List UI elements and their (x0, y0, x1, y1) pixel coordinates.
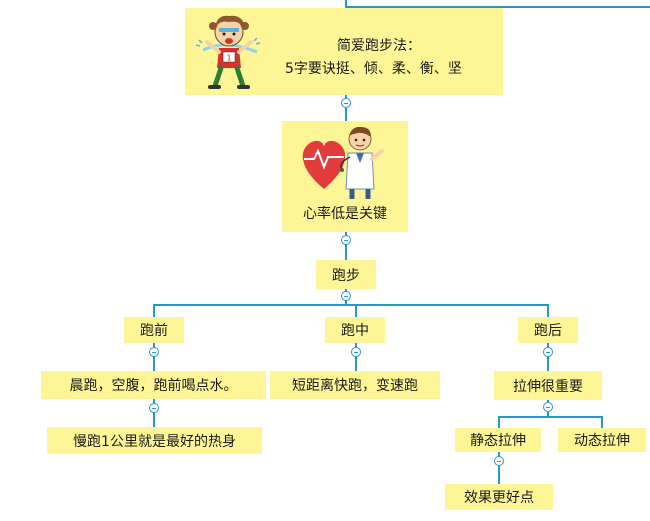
static-stretch-label: 静态拉伸 (470, 433, 526, 449)
before-node[interactable]: 跑前 (124, 317, 184, 343)
static-stretch-collapse-toggle[interactable] (494, 456, 504, 466)
during-node[interactable]: 跑中 (325, 317, 385, 343)
root-collapse-toggle[interactable] (341, 98, 351, 108)
after-label: 跑后 (534, 323, 562, 339)
connector-heart-run (345, 232, 347, 260)
connector-after-detail (547, 343, 549, 371)
heart-rate-collapse-toggle[interactable] (341, 235, 351, 245)
during-label: 跑中 (341, 323, 369, 339)
run-collapse-toggle[interactable] (341, 291, 351, 301)
before-warmup-label: 慢跑1公里就是最好的热身 (73, 433, 236, 450)
after-detail-label: 拉伸很重要 (513, 378, 583, 395)
doctor-heart-illustration-icon (302, 126, 384, 199)
before-detail-label: 晨跑，空腹，跑前喝点水。 (69, 378, 238, 394)
static-stretch-node[interactable]: 静态拉伸 (455, 428, 541, 452)
after-node[interactable]: 跑后 (518, 317, 578, 343)
before-warmup-node[interactable]: 慢跑1公里就是最好的热身 (47, 427, 262, 454)
before-collapse-toggle[interactable] (149, 347, 159, 357)
heart-rate-label: 心率低是关键 (303, 206, 387, 222)
heart-rate-node[interactable]: 心率低是关键 (282, 121, 408, 232)
after-collapse-toggle[interactable] (543, 347, 553, 357)
run-node[interactable]: 跑步 (316, 260, 376, 289)
during-detail-label: 短距离快跑，变速跑 (292, 378, 418, 394)
dynamic-stretch-node[interactable]: 动态拉伸 (558, 428, 646, 452)
svg-text:1: 1 (226, 54, 231, 63)
connector-before-detail (153, 343, 155, 371)
connector-to-before (153, 304, 155, 317)
connector-static-effect (498, 452, 500, 484)
connector-to-after (547, 304, 549, 317)
after-detail-node[interactable]: 拉伸很重要 (494, 371, 602, 400)
better-effect-label: 效果更好点 (464, 490, 534, 506)
connector-branch-horizontal (153, 304, 549, 306)
dynamic-stretch-label: 动态拉伸 (574, 433, 630, 449)
root-node[interactable]: 1 简爱跑步法： 5字要诀挺、倾、柔、衡、坚 (185, 8, 503, 95)
during-collapse-toggle[interactable] (351, 347, 361, 357)
better-effect-node[interactable]: 效果更好点 (445, 484, 553, 510)
during-detail-node[interactable]: 短距离快跑，变速跑 (270, 371, 440, 399)
connector-to-dynamic (601, 416, 603, 428)
connector-root-heart (345, 95, 347, 121)
top-connector-vertical (345, 0, 347, 8)
root-subtitle: 5字要诀挺、倾、柔、衡、坚 (285, 61, 462, 77)
run-label: 跑步 (332, 267, 360, 284)
after-detail-collapse-toggle[interactable] (543, 402, 553, 412)
connector-during-detail (355, 343, 357, 371)
connector-stretch-horizontal (498, 416, 603, 418)
connector-before-warmup (153, 399, 155, 427)
before-label: 跑前 (140, 323, 168, 339)
before-detail-collapse-toggle[interactable] (149, 403, 159, 413)
connector-to-during (355, 304, 357, 317)
connector-to-static (498, 416, 500, 428)
root-title: 简爱跑步法： (337, 38, 421, 54)
runner-illustration-icon: 1 (195, 15, 261, 89)
before-detail-node[interactable]: 晨跑，空腹，跑前喝点水。 (41, 371, 266, 399)
top-connector-horizontal (345, 6, 650, 8)
